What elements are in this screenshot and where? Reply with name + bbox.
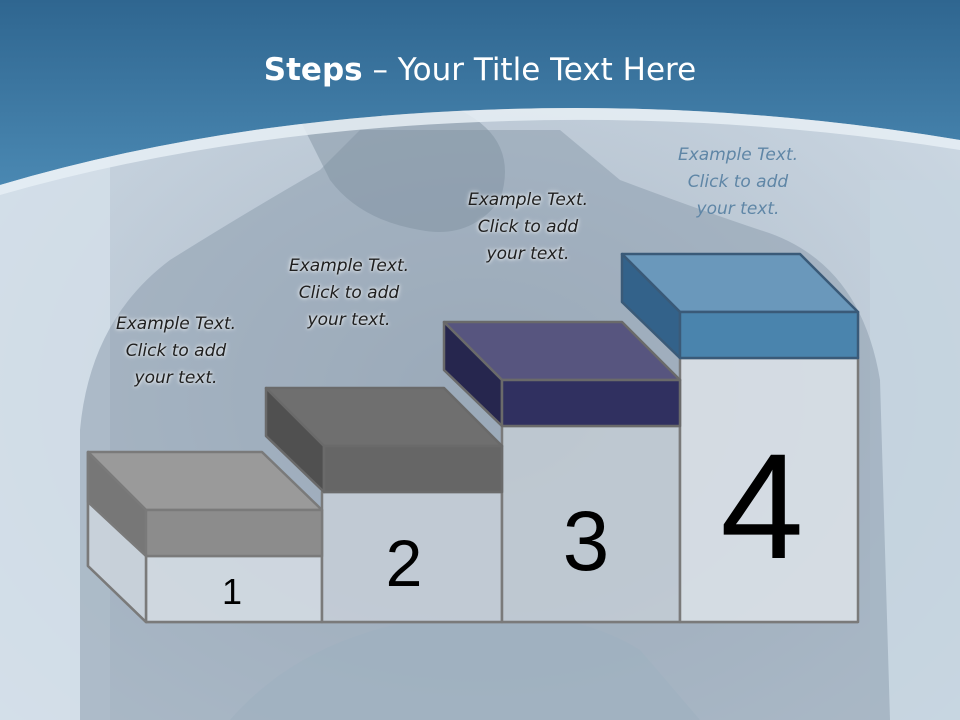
step-4-block[interactable] bbox=[620, 252, 860, 360]
step-1-block[interactable] bbox=[86, 450, 324, 558]
caption-line: your text. bbox=[307, 310, 391, 330]
slide-title: Steps – Your Title Text Here bbox=[0, 52, 960, 88]
caption-line: your text. bbox=[134, 368, 218, 388]
title-rest: – Your Title Text Here bbox=[362, 52, 697, 88]
step-3-caption[interactable]: Example Text. Click to add your text. bbox=[438, 187, 618, 268]
caption-line: your text. bbox=[696, 199, 780, 219]
caption-line: Click to add bbox=[298, 283, 400, 303]
caption-line: Example Text. bbox=[677, 145, 799, 165]
step-2-caption[interactable]: Example Text. Click to add your text. bbox=[259, 253, 439, 334]
step-1-caption[interactable]: Example Text. Click to add your text. bbox=[86, 311, 266, 392]
step-4-caption[interactable]: Example Text. Click to add your text. bbox=[648, 142, 828, 223]
step-1-number: 1 bbox=[222, 571, 242, 612]
step-3-number: 3 bbox=[563, 494, 610, 588]
caption-line: Example Text. bbox=[288, 256, 410, 276]
caption-line: Click to add bbox=[125, 341, 227, 361]
caption-line: Example Text. bbox=[467, 190, 589, 210]
step-3-block[interactable] bbox=[442, 320, 682, 428]
caption-line: Click to add bbox=[687, 172, 789, 192]
step-2-number: 2 bbox=[386, 526, 423, 600]
step-2-block[interactable] bbox=[264, 386, 504, 494]
caption-line: Example Text. bbox=[115, 314, 237, 334]
step-4-number: 4 bbox=[720, 422, 803, 590]
caption-line: your text. bbox=[486, 244, 570, 264]
title-bold: Steps bbox=[263, 52, 363, 88]
caption-line: Click to add bbox=[477, 217, 579, 237]
